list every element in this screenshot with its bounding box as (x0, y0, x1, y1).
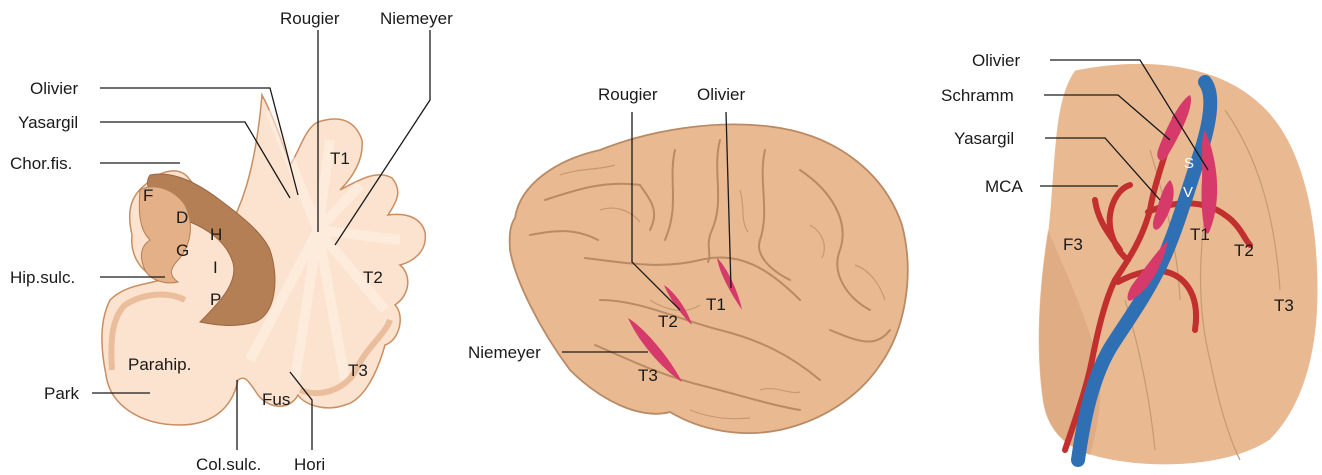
label-t3-right: T3 (1274, 296, 1294, 315)
label-yasargil-left: Yasargil (18, 113, 78, 132)
label-mca: MCA (985, 177, 1023, 196)
label-f3: F3 (1063, 235, 1083, 254)
lateral-brain-panel: Rougier Olivier Niemeyer T1 T2 T3 (468, 85, 908, 433)
label-niemeyer-mid: Niemeyer (468, 343, 541, 362)
label-t1-right: T1 (1190, 225, 1210, 244)
label-s: S (1184, 155, 1194, 172)
label-t3-left: T3 (348, 361, 368, 380)
label-park: Park (44, 384, 79, 403)
label-hori: Hori (294, 455, 325, 474)
label-schramm-right: Schramm (941, 86, 1014, 105)
label-rougier-left: Rougier (280, 9, 340, 28)
label-h: H (210, 225, 222, 244)
label-t2-left: T2 (363, 268, 383, 287)
label-parahip: Parahip. (128, 355, 191, 374)
label-v: V (1183, 184, 1193, 201)
label-d: D (176, 208, 188, 227)
label-f: F (143, 186, 153, 205)
label-t2-right: T2 (1234, 241, 1254, 260)
label-olivier-left: Olivier (30, 79, 79, 98)
label-fus: Fus (262, 390, 290, 409)
label-niemeyer-left: Niemeyer (380, 9, 453, 28)
label-g: G (176, 241, 189, 260)
label-t1-left: T1 (330, 149, 350, 168)
label-i: I (213, 258, 218, 277)
label-t3-mid: T3 (638, 366, 658, 385)
operative-view-panel: Olivier Schramm Yasargil MCA S V F3 T1 T… (941, 51, 1318, 465)
coronal-section-panel: Rougier Niemeyer Olivier Yasargil Chor.f… (10, 9, 453, 474)
label-p: P (210, 290, 221, 309)
label-hipsulc: Hip.sulc. (10, 268, 75, 287)
label-t1-mid: T1 (706, 295, 726, 314)
label-rougier-mid: Rougier (598, 85, 658, 104)
label-yasargil-right: Yasargil (954, 129, 1014, 148)
label-olivier-mid: Olivier (697, 85, 746, 104)
label-chorfis: Chor.fis. (10, 154, 72, 173)
label-olivier-right: Olivier (972, 51, 1021, 70)
label-colsulc: Col.sulc. (196, 455, 261, 474)
label-t2-mid: T2 (658, 312, 678, 331)
